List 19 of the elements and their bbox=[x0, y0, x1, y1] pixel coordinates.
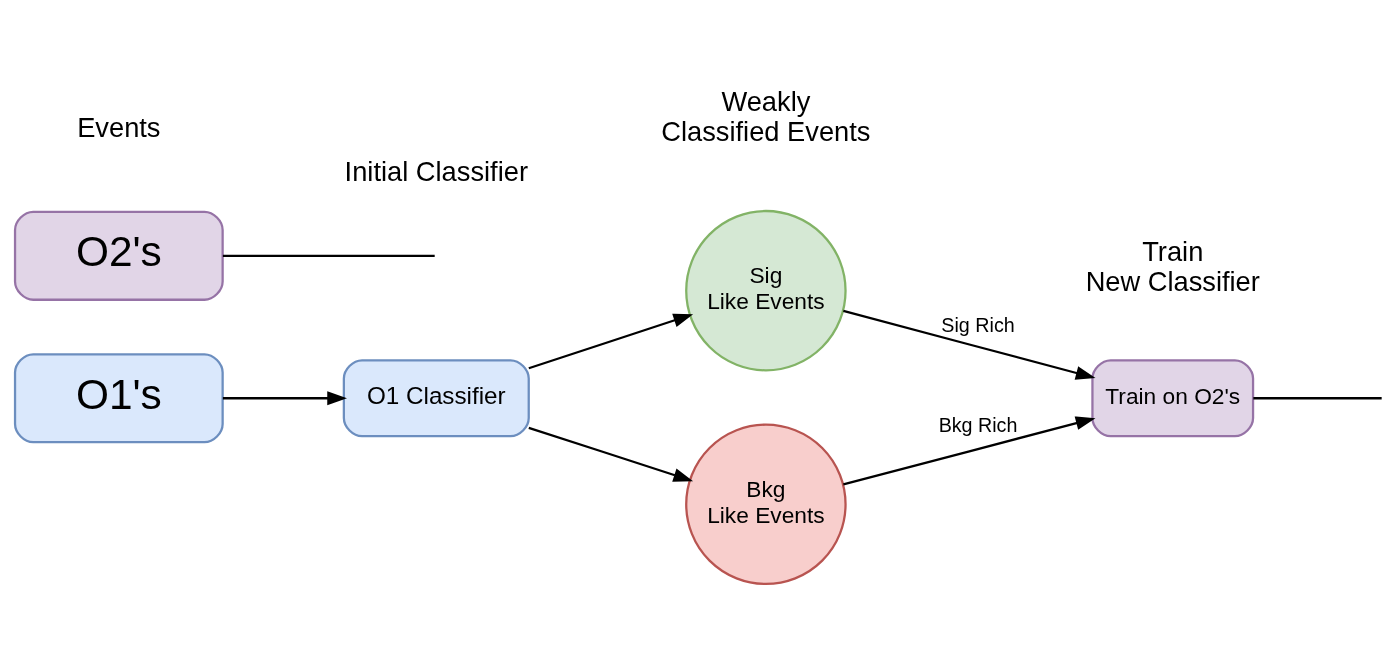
arrow bbox=[843, 309, 1096, 380]
arrow bbox=[843, 416, 1096, 486]
connector bbox=[222, 254, 435, 257]
node-box: Train on O2's bbox=[1091, 359, 1255, 438]
node-circle: Sig Like Events bbox=[685, 209, 847, 372]
label: Events bbox=[77, 111, 161, 143]
connector bbox=[1253, 397, 1382, 400]
label: Train New Classifier bbox=[1085, 235, 1260, 298]
arrow bbox=[222, 391, 347, 406]
node-circle: Bkg Like Events bbox=[685, 423, 847, 586]
arrow bbox=[528, 313, 694, 370]
label: Initial Classifier bbox=[344, 155, 528, 187]
label: Weakly Classified Events bbox=[661, 85, 871, 148]
edge-label: Bkg Rich bbox=[938, 414, 1018, 437]
node-box: O1's bbox=[13, 353, 224, 444]
node-box: O1 Classifier bbox=[342, 359, 530, 438]
node-box: O2's bbox=[13, 210, 224, 301]
arrow bbox=[528, 426, 694, 482]
edge-label: Sig Rich bbox=[941, 314, 1015, 337]
